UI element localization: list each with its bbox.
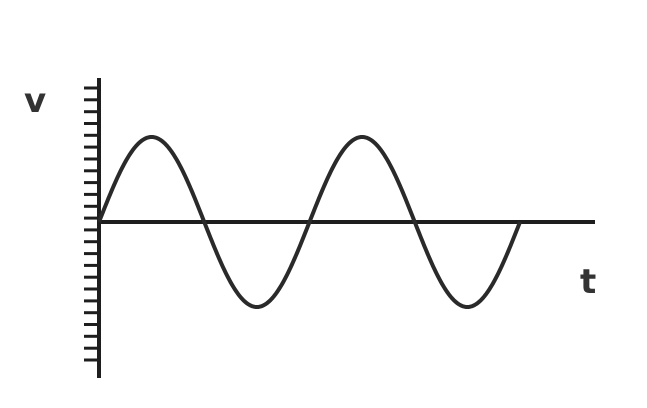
sine-wave-series — [97, 135, 522, 309]
y-axis-label: v — [24, 81, 46, 121]
x-axis-label: t — [580, 262, 596, 302]
y-axis-ticks — [84, 86, 99, 362]
